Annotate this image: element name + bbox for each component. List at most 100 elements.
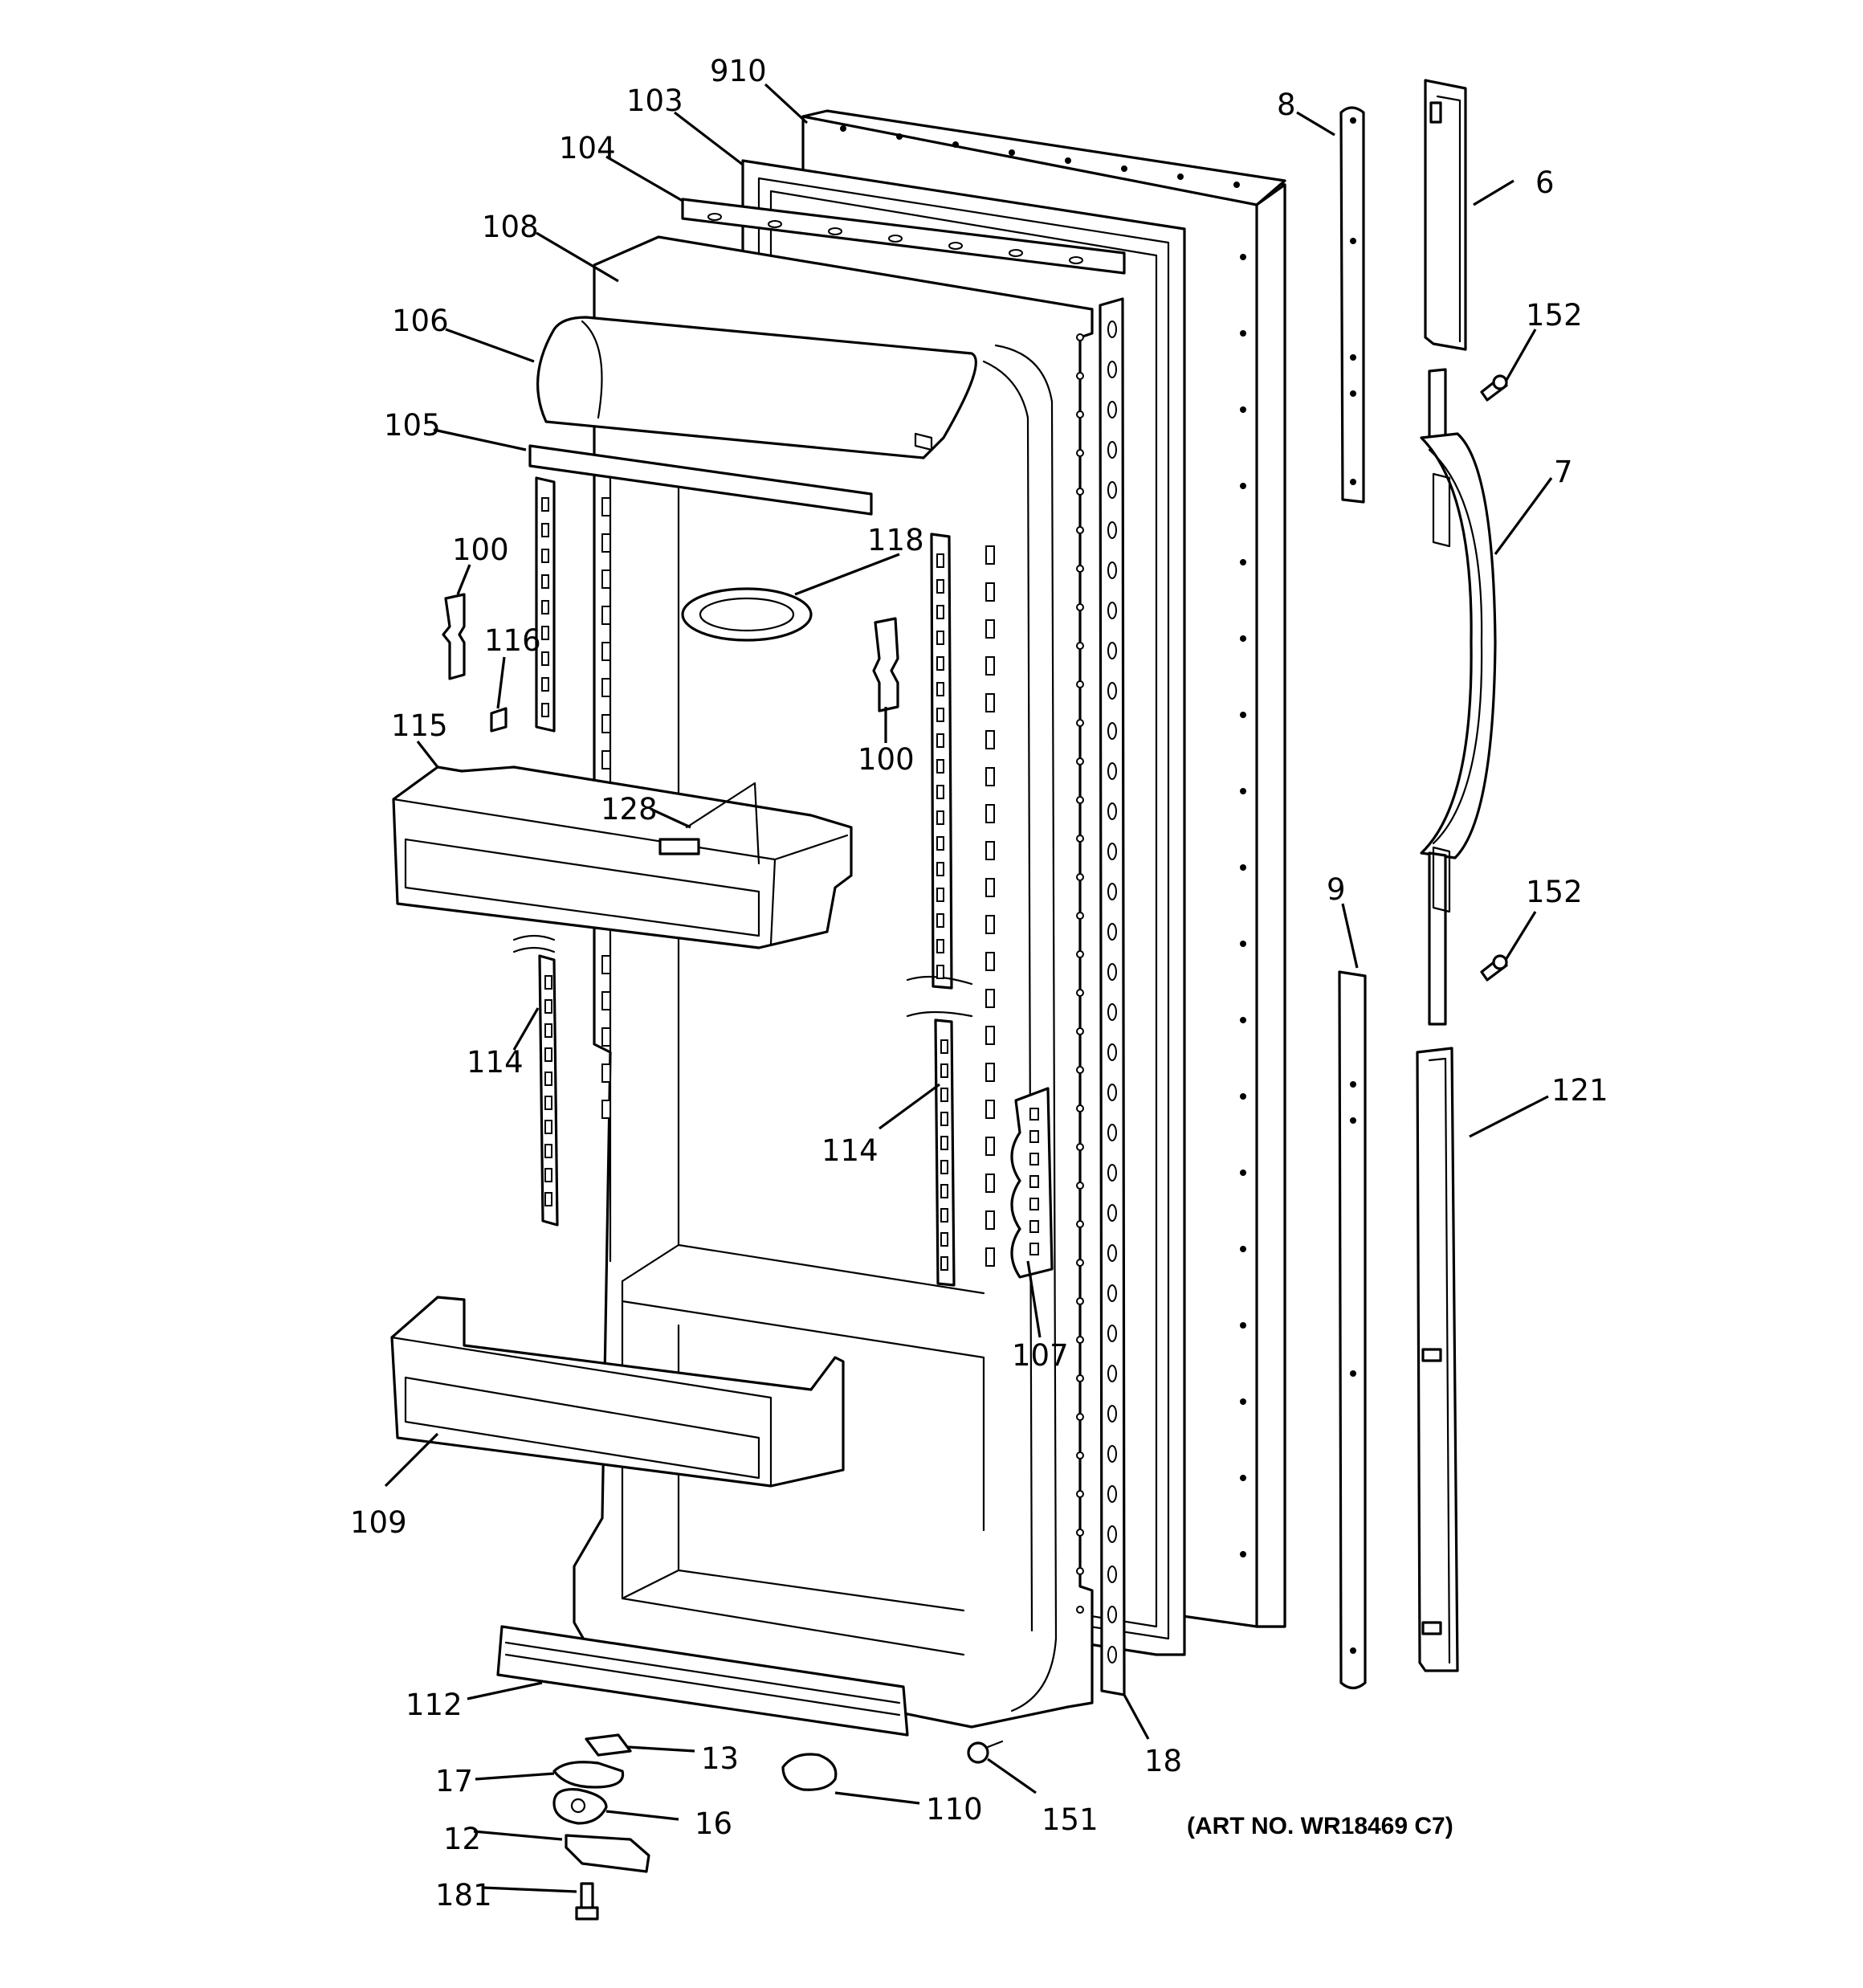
liner-hole (1076, 1336, 1084, 1344)
small-clip (490, 707, 508, 733)
rail-slot (936, 708, 944, 722)
rail-right (906, 533, 973, 1287)
art-number: (ART NO. WR18469 C7) (1187, 1813, 1453, 1839)
callout-107: 107 (1012, 1338, 1069, 1373)
liner-hole (1076, 796, 1084, 804)
strip-hole (1107, 923, 1117, 941)
strip-slot (948, 242, 963, 250)
liner-slot (985, 915, 995, 934)
panel-hole (1240, 1551, 1246, 1557)
callout-17: 17 (435, 1764, 473, 1798)
liner-slot (985, 878, 995, 897)
callout-9: 9 (1327, 872, 1346, 907)
liner-hole (1076, 642, 1084, 650)
panel-hole (1240, 559, 1246, 565)
liner-slot (601, 533, 611, 553)
strip-hole (1107, 1244, 1117, 1262)
clip-slot (1029, 1130, 1039, 1143)
rail-slot (936, 836, 944, 851)
panel-hole (1240, 788, 1246, 794)
upper-trim-8 (1339, 106, 1365, 504)
liner-hole (1076, 757, 1084, 765)
rail-slot (544, 1096, 552, 1110)
rail-slot (541, 497, 549, 512)
callout-128: 128 (601, 792, 658, 827)
callout-152-top: 152 (1526, 298, 1583, 333)
strip-slot (888, 235, 903, 243)
rail-slot (544, 1120, 552, 1134)
strip-hole (1107, 1043, 1117, 1061)
callout-100-right: 100 (858, 742, 915, 777)
strip-hole (1107, 1565, 1117, 1583)
panel-hole (840, 125, 846, 132)
strip-hole (1107, 762, 1117, 780)
rail-slot (541, 626, 549, 640)
callout-151: 151 (1042, 1802, 1099, 1837)
liner-slot (601, 750, 611, 769)
rail-slot (940, 1184, 948, 1198)
liner-slot (985, 545, 995, 565)
callout-910: 910 (710, 54, 767, 88)
panel-hole (1065, 157, 1071, 164)
callout-16: 16 (695, 1806, 732, 1841)
shim-17 (552, 1761, 625, 1789)
liner-slot (985, 804, 995, 823)
strip-hole (1107, 401, 1117, 418)
clip-slot (1029, 1243, 1039, 1255)
rail-slot (936, 733, 944, 748)
hinge-bushing-16 (552, 1788, 608, 1825)
rail-slot (544, 1023, 552, 1038)
trim-hole (1350, 238, 1356, 244)
liner-slot (601, 497, 611, 516)
panel-hole (1177, 173, 1184, 180)
liner-slot (985, 952, 995, 971)
liner-hole (1076, 912, 1084, 920)
strip-hole (1107, 1003, 1117, 1021)
liner-hole (1076, 989, 1084, 997)
strip-slot (707, 213, 722, 221)
rail-slot (936, 579, 944, 594)
rail-slot (940, 1039, 948, 1054)
rail-slot (541, 574, 549, 589)
strip-hole (1107, 521, 1117, 539)
strip-hole (1107, 1365, 1117, 1382)
panel-hole (1240, 712, 1246, 718)
rail-slot (541, 703, 549, 717)
side-breaker-strip (1099, 297, 1126, 1696)
rail-slot (940, 1160, 948, 1174)
strip-slot (828, 227, 842, 235)
panel-hole (1240, 1093, 1246, 1100)
callout-152-bottom: 152 (1526, 875, 1583, 909)
panel-hole (1240, 254, 1246, 260)
panel-hole (1240, 406, 1246, 413)
hinge-cover-13 (585, 1733, 632, 1757)
callout-112: 112 (406, 1688, 463, 1722)
liner-slot (985, 693, 995, 712)
liner-slot (985, 582, 995, 602)
rail-slot (936, 682, 944, 696)
callout-13: 13 (701, 1741, 739, 1776)
liner-hole (1076, 1220, 1084, 1228)
lower-trim-9 (1338, 970, 1367, 1690)
panel-hole (1240, 1398, 1246, 1405)
liner-hole (1076, 1066, 1084, 1074)
rail-slot (544, 1192, 552, 1206)
rail-slot (541, 651, 549, 666)
handle-cap-bottom (1416, 1047, 1459, 1672)
liner-hole (1076, 1297, 1084, 1305)
liner-hole (1076, 1374, 1084, 1382)
callout-118: 118 (867, 523, 924, 557)
callout-121: 121 (1551, 1073, 1608, 1108)
liner-hole (1076, 333, 1084, 341)
callout-labels: 910 103 104 108 106 105 100 116 118 100 … (350, 54, 1608, 1912)
callout-106: 106 (392, 304, 449, 338)
rail-slot (940, 1112, 948, 1126)
rail-slot (936, 631, 944, 645)
rail-slot (936, 553, 944, 568)
upper-door-bin (392, 765, 853, 949)
liner-slot (985, 1137, 995, 1156)
liner-hole (1076, 1567, 1084, 1575)
liner-hole (1076, 1182, 1084, 1190)
liner-hole (1076, 1451, 1084, 1459)
side-clip (1010, 1087, 1054, 1279)
